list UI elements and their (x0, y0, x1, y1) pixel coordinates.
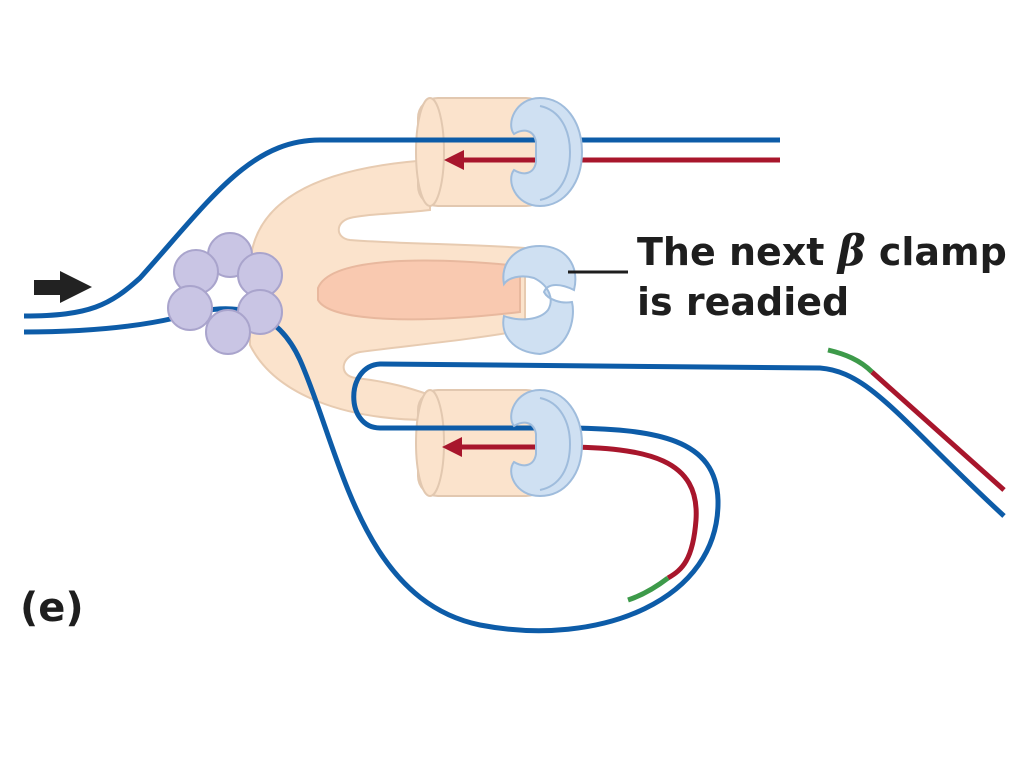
leading-template-strand (23, 137, 780, 319)
lagging-synthesis-arrowhead (442, 437, 462, 457)
lagging-new-strand (458, 444, 699, 581)
panel-label: (e) (20, 585, 84, 631)
lagging-template-strand (23, 306, 1006, 634)
new-okazaki-start (870, 370, 1006, 492)
callout-line-1-post: clamp (878, 230, 1007, 274)
callout-line-1-pre: The next (637, 230, 825, 274)
beta-symbol: β (837, 226, 866, 275)
beta-clamp-callout: The next β clamp is readied (637, 226, 1007, 327)
new-primer (827, 347, 874, 374)
leading-synthesis-arrowhead (444, 150, 464, 170)
lagging-beta-clamp (510, 388, 584, 498)
callout-line-1: The next β clamp (637, 226, 1007, 277)
leading-beta-clamp (510, 96, 584, 208)
right-arrow-icon (34, 271, 92, 303)
helicase-ring (167, 232, 283, 355)
lagging-loop-primer (627, 576, 670, 603)
callout-line-2: is readied (637, 280, 850, 324)
readied-beta-clamp (502, 244, 577, 356)
